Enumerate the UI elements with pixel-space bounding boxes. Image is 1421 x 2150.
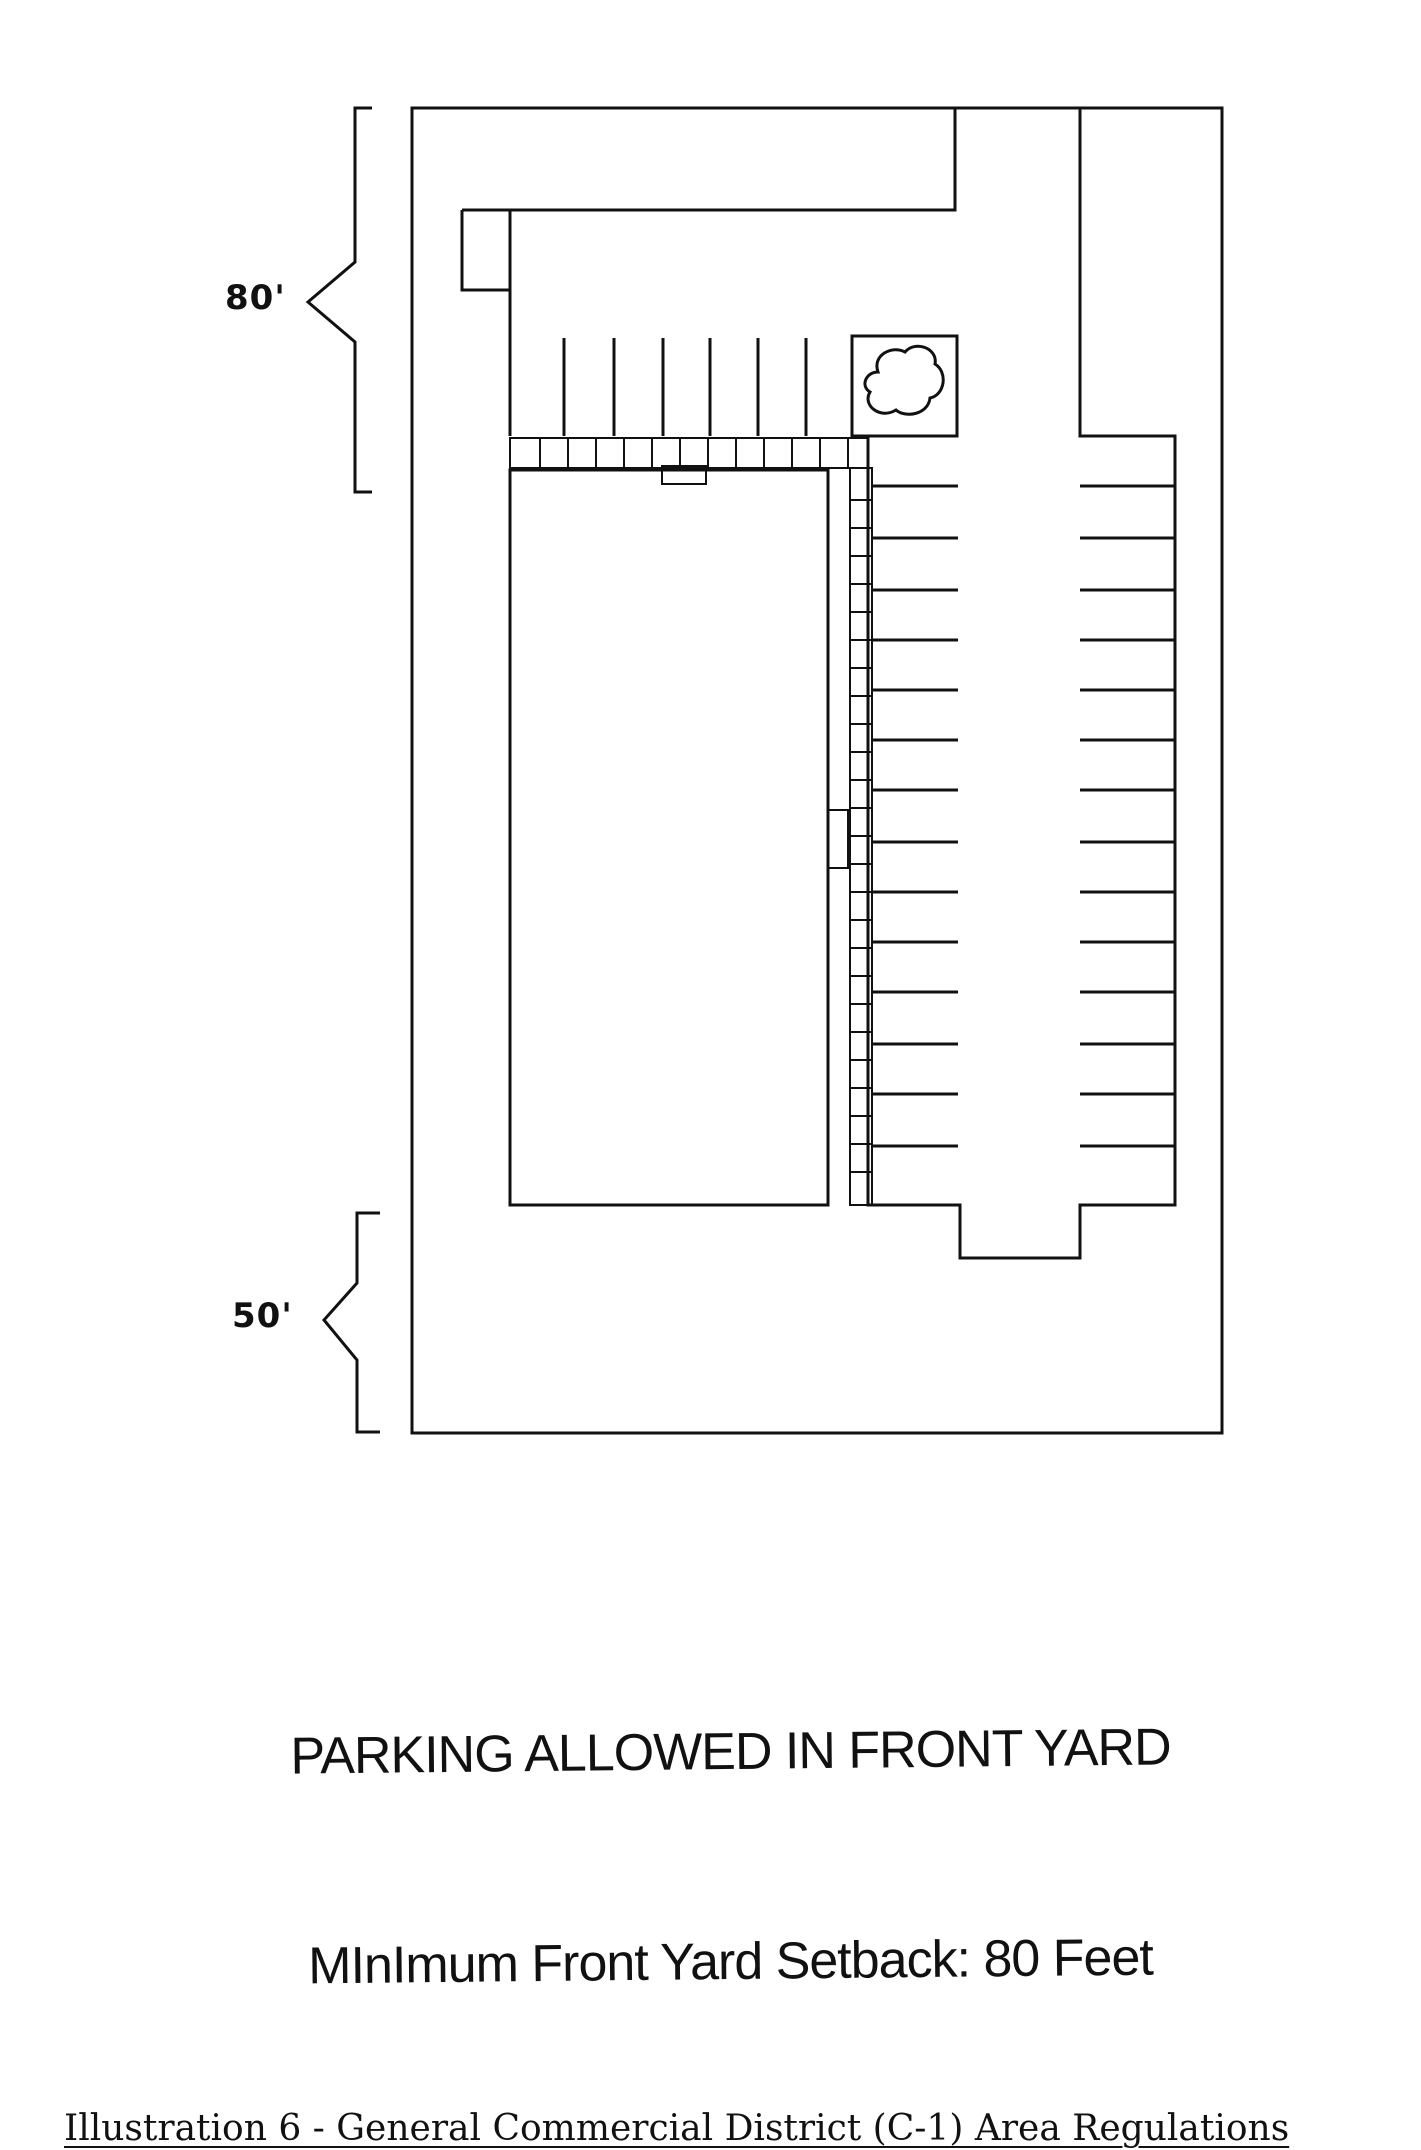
sidewalk-top [509,437,869,469]
side-parking-stalls-right [1080,484,1175,1148]
parking-caption: PARKING ALLOWED IN FRONT YARD [290,1718,1171,1786]
building-footprint [508,468,830,1207]
entry-pad-top [661,465,707,485]
landscape-island [850,334,959,438]
sidewalk-side [849,467,873,1206]
lot-boundary [410,106,1224,1435]
tree-icon [863,344,945,416]
dimension-bracket-bottom [322,1211,380,1434]
setback-caption: MInImum Front Yard Setback: 80 Feet [307,1928,1154,1996]
dimension-label-top: 80' [225,278,286,318]
dimension-bracket-top [305,106,372,494]
entry-pad-side [827,809,849,869]
drive-aisle [460,108,1177,1260]
top-parking-stalls [562,338,808,436]
illustration-title: Illustration 6 - General Commercial Dist… [64,2108,1290,2149]
site-plan-diagram [305,106,1224,1435]
dimension-label-bottom: 50' [232,1296,293,1336]
side-parking-stalls-left [872,484,958,1148]
